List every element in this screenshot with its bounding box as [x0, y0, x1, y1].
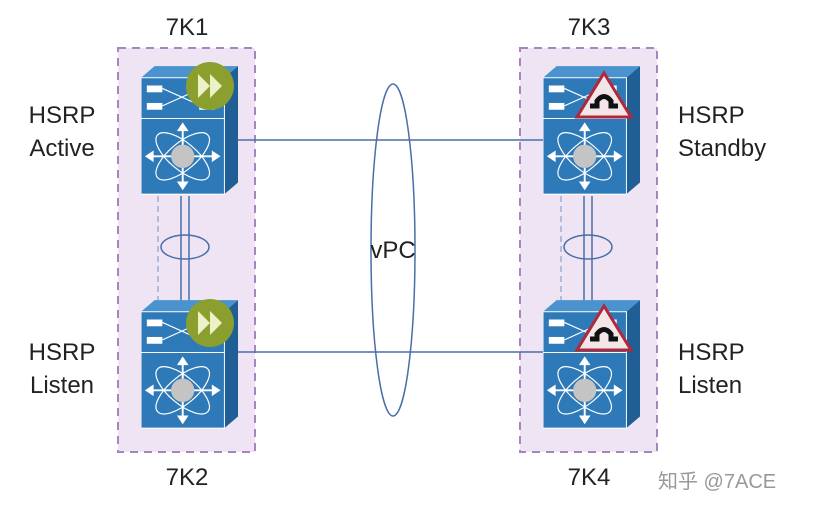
forward-icon: [186, 299, 234, 347]
role-7k1-line1: HSRP: [29, 102, 96, 129]
node-name-7k4: 7K4: [568, 464, 611, 491]
role-7k2-line1: HSRP: [29, 339, 96, 366]
peer-link-left: [157, 196, 210, 306]
switch-7k3[interactable]: [543, 66, 640, 196]
node-name-7k1: 7K1: [166, 14, 209, 41]
role-7k3-line1: HSRP: [678, 102, 745, 129]
node-name-7k3: 7K3: [568, 14, 611, 41]
role-7k4-line2: Listen: [678, 372, 742, 399]
role-7k4-line1: HSRP: [678, 339, 745, 366]
role-7k1-line2: Active: [29, 135, 94, 162]
role-7k3-line2: Standby: [678, 135, 766, 162]
watermark: 知乎 @7ACE: [658, 470, 776, 493]
node-name-7k2: 7K2: [166, 464, 209, 491]
role-7k2-line2: Listen: [30, 372, 94, 399]
forward-icon: [186, 62, 234, 110]
peer-link-right: [560, 196, 613, 306]
switch-7k4[interactable]: [543, 300, 640, 430]
vpc-ellipse: [370, 83, 416, 417]
vpc-label: vPC: [370, 237, 415, 264]
